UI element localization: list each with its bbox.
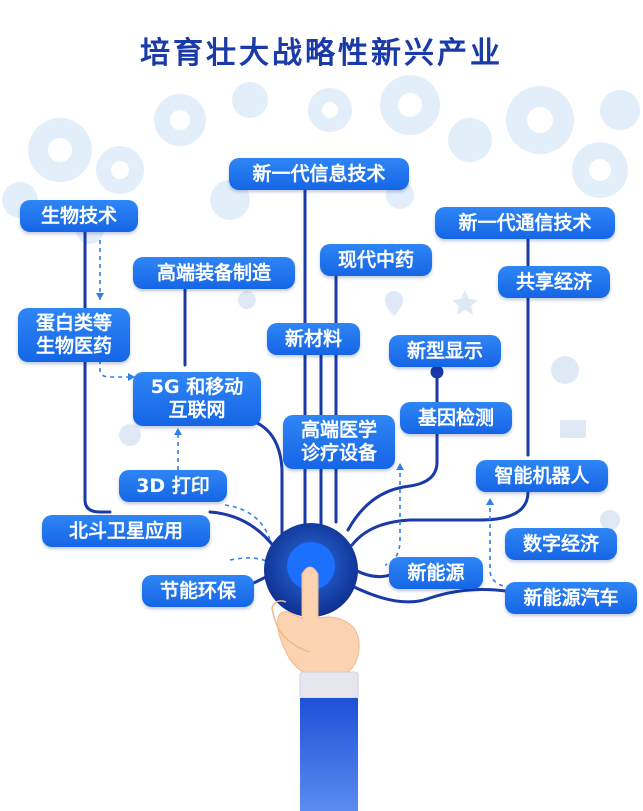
node-modern-tcm: 现代中药 <box>320 244 432 276</box>
node-new-materials: 新材料 <box>267 323 360 355</box>
node-next-gen-info-tech: 新一代信息技术 <box>229 158 409 190</box>
node-gene-testing: 基因检测 <box>400 402 512 434</box>
node-digital-economy: 数字经济 <box>505 528 617 560</box>
node-medical-line1: 高端医学 <box>300 419 377 441</box>
node-energy-saving: 节能环保 <box>142 575 254 607</box>
node-high-end-medical-equipment: 高端医学 诊疗设备 <box>283 415 395 469</box>
node-new-energy: 新能源 <box>389 557 483 589</box>
node-new-energy-vehicle: 新能源汽车 <box>505 582 637 614</box>
node-protein-biomedicine: 蛋白类等 生物医药 <box>18 308 130 362</box>
node-3d-printing: 3D 打印 <box>119 470 227 502</box>
node-new-display: 新型显示 <box>389 335 501 367</box>
node-next-gen-comm-tech: 新一代通信技术 <box>435 207 615 239</box>
node-beidou-satellite: 北斗卫星应用 <box>42 515 210 547</box>
node-5g-line2: 互联网 <box>168 399 226 421</box>
center-button-inner <box>287 542 335 590</box>
node-biotech: 生物技术 <box>20 200 138 232</box>
node-medical-line2: 诊疗设备 <box>300 442 377 464</box>
node-5g-line1: 5G 和移动 <box>150 376 244 398</box>
node-protein-line1: 蛋白类等 <box>35 312 112 334</box>
page-title: 培育壮大战略性新兴产业 <box>140 36 503 71</box>
node-protein-line2: 生物医药 <box>35 335 112 357</box>
node-5g-mobile-internet: 5G 和移动 互联网 <box>133 372 261 426</box>
node-sharing-economy: 共享经济 <box>498 266 610 298</box>
node-intelligent-robot: 智能机器人 <box>476 460 608 492</box>
node-high-end-equipment: 高端装备制造 <box>133 257 295 289</box>
